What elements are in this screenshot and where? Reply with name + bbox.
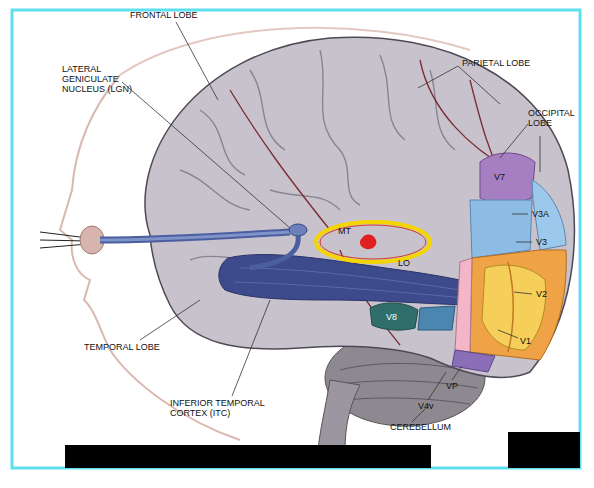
- lobe-label: PARIETAL LOBE: [462, 58, 530, 68]
- part-label: CEREBELLUM: [390, 422, 451, 432]
- area-label: MT: [338, 226, 351, 236]
- area-label: LO: [398, 258, 410, 268]
- nucleus-label: LATERAL GENICULATE NUCLEUS (LGN): [62, 64, 134, 94]
- area-label: V7: [494, 172, 505, 182]
- area-label: V2: [536, 289, 547, 299]
- area-label: V8: [386, 312, 397, 322]
- area-label: V1: [520, 336, 531, 346]
- lobe-label: FRONTAL LOBE: [130, 10, 198, 20]
- lobe-label: OCCIPITAL LOBE: [528, 108, 578, 128]
- area-label: V3A: [532, 209, 549, 219]
- area-label: V4v: [418, 401, 434, 411]
- area-label: V3: [536, 237, 547, 247]
- lobe-label: TEMPORAL LOBE: [84, 342, 160, 352]
- cortex-label: INFERIOR TEMPORAL CORTEX (ITC): [170, 398, 290, 418]
- area-label: VP: [446, 381, 458, 391]
